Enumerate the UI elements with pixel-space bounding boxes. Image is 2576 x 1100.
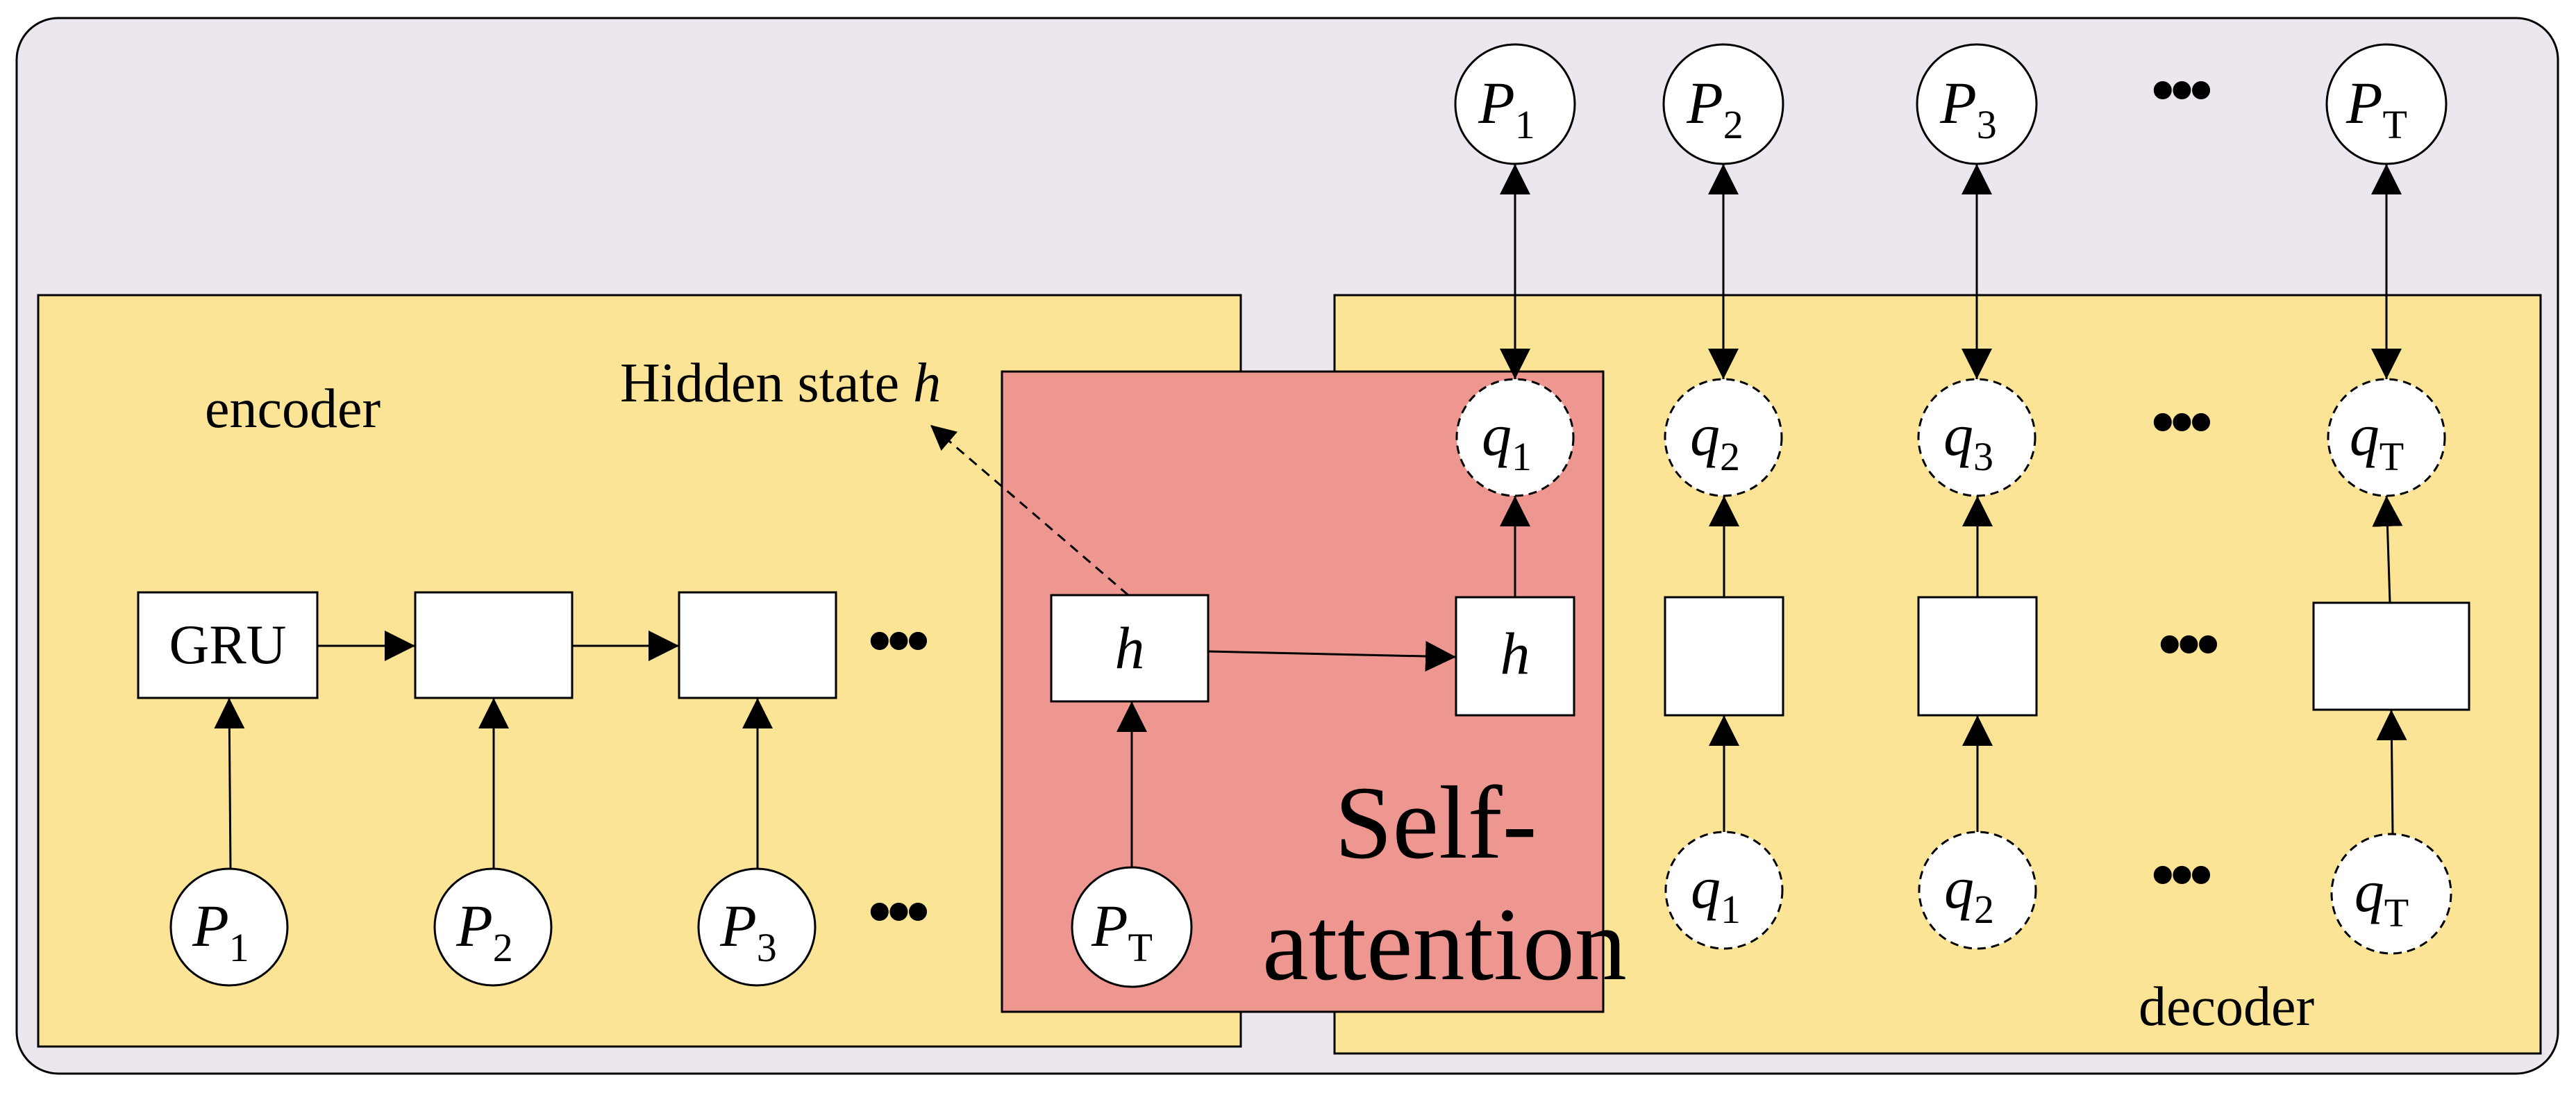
svg-text:qT: qT xyxy=(2355,858,2409,935)
decoder-state-3: q3 xyxy=(1917,378,2036,497)
attention-input: PT xyxy=(1071,866,1193,988)
svg-text:qT: qT xyxy=(2350,401,2404,479)
decoder-input-2: q2 xyxy=(1918,831,2037,950)
decoder-cell-2 xyxy=(1664,596,1784,717)
decoder-state-2: q2 xyxy=(1664,378,1783,497)
decoder-state-1-sub: 1 xyxy=(1512,434,1532,479)
decoder-input-1: q1 xyxy=(1664,831,1784,950)
decoder-inputs-ellipsis: ••• xyxy=(2151,838,2210,912)
decoder-state-4: qT xyxy=(2327,378,2446,497)
decoder-output-4-sub: T xyxy=(2383,102,2407,147)
decoder-state-4-sub: T xyxy=(2380,434,2404,479)
decoder-state-2-sub: 2 xyxy=(1720,434,1740,479)
decoder-state-3-sub: 3 xyxy=(1973,434,1993,479)
encoder-input-2: P2 xyxy=(433,867,553,987)
attention-input-sub: T xyxy=(1128,925,1153,970)
encoder-input-1-sub: 1 xyxy=(229,925,249,970)
decoder-input-1-sub: 1 xyxy=(1721,887,1741,932)
decoder-output-3-base: P xyxy=(1939,69,1977,136)
svg-text:PT: PT xyxy=(2345,69,2407,147)
encoder-input-1: P1 xyxy=(169,867,289,987)
gru-label: GRU xyxy=(169,615,287,676)
svg-text:P3: P3 xyxy=(1939,69,1997,147)
decoder-output-4: PT xyxy=(2325,43,2448,165)
decoder-output-4-base: P xyxy=(2345,69,2383,136)
decoder-output-1-sub: 1 xyxy=(1515,102,1535,147)
hidden-state-pointer xyxy=(930,424,1129,597)
svg-text:q2: q2 xyxy=(1944,854,1994,932)
arrow-h-to-h xyxy=(1207,641,1457,672)
svg-text:P1: P1 xyxy=(1478,69,1535,147)
hidden-state-text: Hidden state xyxy=(620,353,913,414)
decoder-output-2-sub: 2 xyxy=(1723,102,1743,147)
svg-text:q1: q1 xyxy=(1691,854,1741,932)
self-attention-label-line2: attention xyxy=(1262,887,1627,1002)
encoder-input-3-sub: 3 xyxy=(757,925,777,970)
decoder-label: decoder xyxy=(2139,976,2314,1038)
decoder-input-2-sub: 2 xyxy=(1974,887,1994,932)
hidden-state-symbol: h xyxy=(913,353,941,414)
decoder-state-3-base: q xyxy=(1943,401,1973,468)
decoder-output-1: P1 xyxy=(1454,43,1576,165)
arrow-cell4-to-state4 xyxy=(2372,495,2403,603)
svg-text:P1: P1 xyxy=(192,892,249,970)
decoder-state-1: q1 xyxy=(1455,378,1575,497)
svg-text:P2: P2 xyxy=(1686,69,1743,147)
decoder-state-1-base: q xyxy=(1482,401,1512,468)
hidden-cell-encoder-label: h xyxy=(1115,615,1145,681)
decoder-input-3: qT xyxy=(2330,833,2452,955)
encoder-input-2-sub: 2 xyxy=(493,925,513,970)
hidden-state-label: Hidden state h xyxy=(620,353,941,414)
encoder-label: encoder xyxy=(205,378,380,440)
encoder-input-3-base: P xyxy=(719,892,757,959)
decoder-cells-ellipsis: ••• xyxy=(2158,607,2217,681)
arrow-input1-to-gru1 xyxy=(214,697,245,869)
gru-cell-2 xyxy=(414,591,574,699)
self-attention-label-line1: Self- xyxy=(1335,765,1537,881)
hidden-cell-decoder xyxy=(1455,596,1575,717)
svg-text:PT: PT xyxy=(1091,892,1153,970)
decoder-states-ellipsis: ••• xyxy=(2151,385,2210,459)
decoder-output-1-base: P xyxy=(1478,69,1515,136)
arrow-dinput3-to-cell4 xyxy=(2376,709,2407,835)
encoder-cells-ellipsis: ••• xyxy=(868,603,927,678)
encoder-input-2-base: P xyxy=(455,892,493,959)
decoder-output-2: P2 xyxy=(1662,43,1784,165)
decoder-state-4-base: q xyxy=(2350,401,2380,468)
attention-input-base: P xyxy=(1091,892,1128,959)
hidden-cell-decoder-label: h xyxy=(1500,620,1530,687)
decoder-output-3-sub: 3 xyxy=(1977,102,1997,147)
decoder-state-2-base: q xyxy=(1690,401,1720,468)
svg-text:P3: P3 xyxy=(719,892,777,970)
svg-text:q2: q2 xyxy=(1690,401,1740,479)
decoder-cell-4 xyxy=(2312,601,2470,711)
hidden-cell-encoder xyxy=(1050,594,1210,703)
svg-text:P2: P2 xyxy=(455,892,513,970)
decoder-input-1-base: q xyxy=(1691,854,1721,921)
svg-text:q3: q3 xyxy=(1943,401,1993,479)
decoder-output-2-base: P xyxy=(1686,69,1723,136)
decoder-outputs-ellipsis: ••• xyxy=(2151,53,2210,127)
decoder-cell-3 xyxy=(1917,596,2038,717)
encoder-input-3: P3 xyxy=(697,867,817,987)
svg-text:q1: q1 xyxy=(1482,401,1532,479)
gru-cell-3 xyxy=(678,591,837,699)
decoder-input-3-sub: T xyxy=(2384,890,2409,935)
decoder-input-3-base: q xyxy=(2355,858,2384,924)
encoder-inputs-ellipsis: ••• xyxy=(868,874,927,949)
decoder-input-2-base: q xyxy=(1944,854,1974,921)
encoder-input-1-base: P xyxy=(192,892,229,959)
decoder-output-3: P3 xyxy=(1916,43,2038,165)
